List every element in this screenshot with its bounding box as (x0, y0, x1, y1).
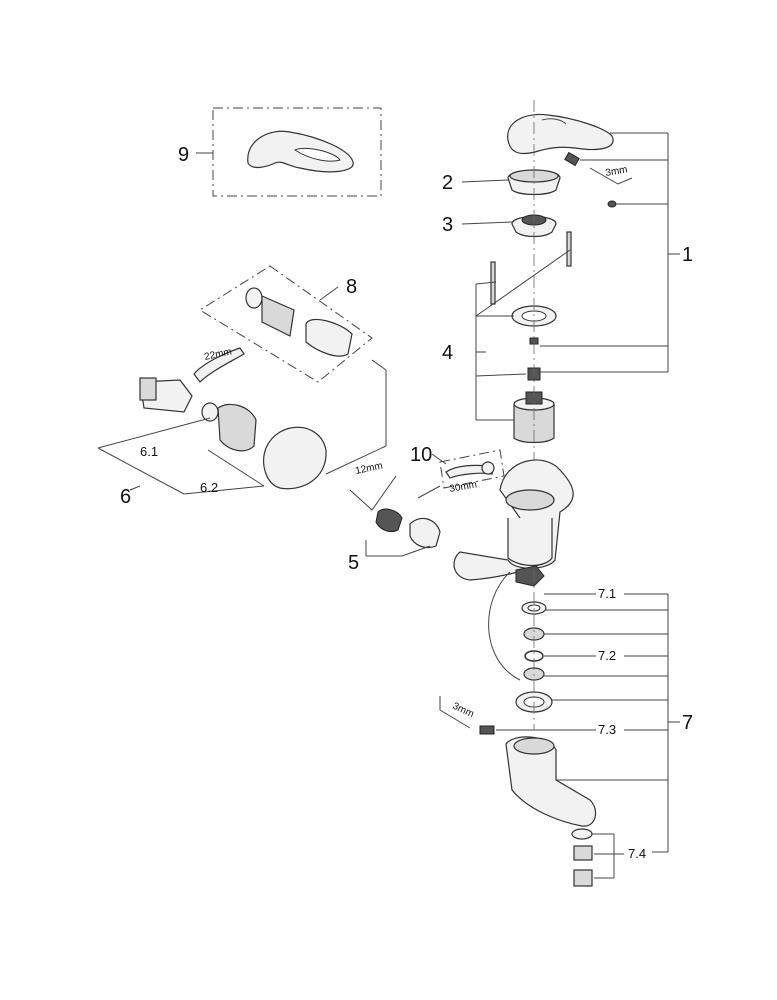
callout-10: 10 (410, 444, 432, 466)
hex-key-3mm-top (589, 167, 633, 185)
set-screw (564, 151, 580, 167)
handle-lever (507, 113, 614, 155)
tool-label-3mm-top: 3mm (605, 164, 629, 179)
leader-lines (97, 132, 680, 879)
callout-8: 8 (346, 276, 357, 298)
wrench-22mm (193, 347, 245, 383)
hex-key-12mm (349, 475, 397, 511)
callout-6-2: 6.2 (200, 480, 218, 495)
part-7-4-spout (505, 736, 597, 827)
part-6-2-cover (217, 403, 327, 490)
hex-key-3mm-bottom (439, 696, 495, 735)
callout-9: 9 (178, 144, 189, 166)
part-7-1-parts (515, 565, 547, 615)
callout-7-3: 7.3 (598, 722, 616, 737)
callout-7: 7 (682, 712, 693, 734)
callout-4: 4 (442, 342, 453, 364)
part-5-fittings (375, 508, 441, 549)
part-8-box (199, 265, 373, 383)
tool-label-12mm: 12mm (354, 460, 383, 477)
part-4-screws (490, 231, 572, 305)
tool-label-30mm: 30mm (449, 479, 478, 495)
screw-cap (607, 200, 617, 208)
callout-7-1: 7.1 (598, 586, 616, 601)
part-6-1-connector (139, 377, 219, 422)
callout-7-4: 7.4 (628, 846, 646, 861)
tap-body (453, 459, 574, 581)
part-9-box (196, 107, 382, 197)
callout-3: 3 (442, 214, 453, 236)
callout-6-1: 6.1 (140, 444, 158, 459)
callout-2: 2 (442, 172, 453, 194)
callout-7-2: 7.2 (598, 648, 616, 663)
callout-5: 5 (348, 552, 359, 574)
callout-1: 1 (682, 244, 693, 266)
callout-6: 6 (120, 486, 131, 508)
aerator-parts (571, 828, 593, 887)
part-10-box (439, 449, 505, 489)
tool-label-3mm-bottom: 3mm (451, 701, 476, 720)
